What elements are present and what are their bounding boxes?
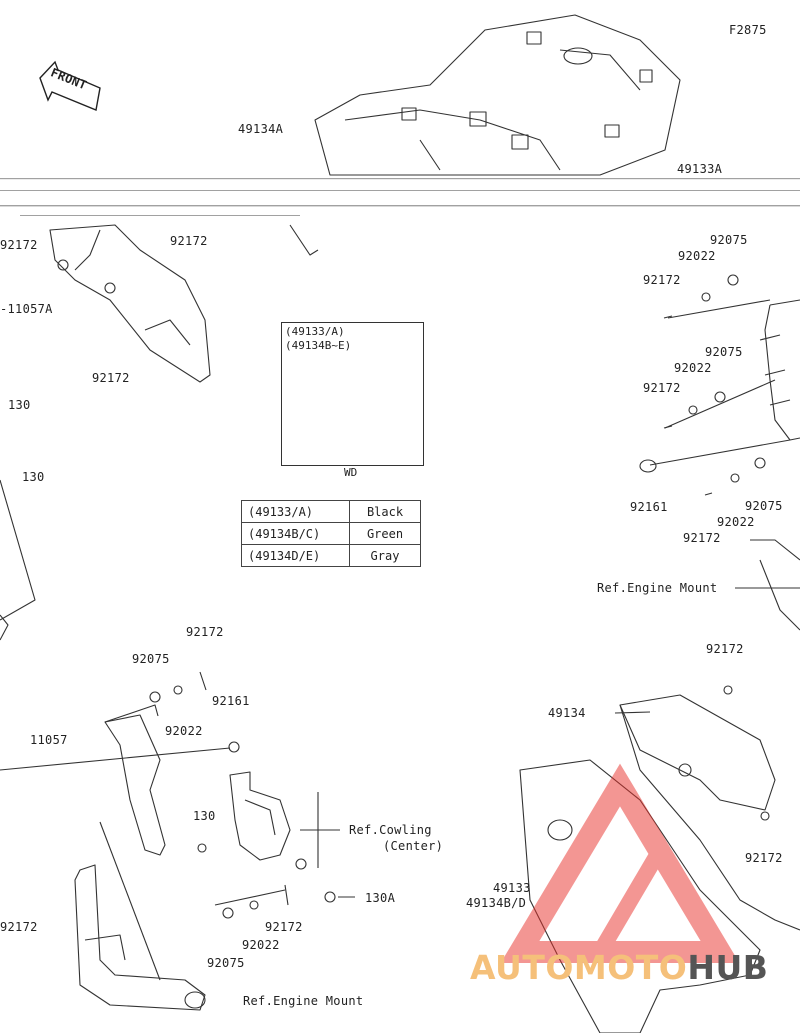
- label-92172: 92172: [170, 234, 208, 248]
- label-92022: 92022: [242, 938, 280, 952]
- lower-right-inner-panel: [619, 694, 776, 811]
- label-49133A: 49133A: [677, 162, 723, 176]
- label-92172: 92172: [683, 531, 721, 545]
- label-11057: 11057: [30, 733, 68, 747]
- label-92172: 92172: [186, 625, 224, 639]
- inset-caption-1: (49133/A): [285, 325, 345, 338]
- label-92022: 92022: [674, 361, 712, 375]
- label-49134: 49134: [548, 706, 586, 720]
- legend-color: Black: [349, 500, 421, 523]
- label-49133: 49133: [493, 881, 531, 895]
- label-92172: 92172: [92, 371, 130, 385]
- table-row: (49134D/E) Gray: [241, 544, 421, 567]
- inset-footer: WD: [344, 466, 358, 479]
- label-92075: 92075: [710, 233, 748, 247]
- label-ref-cowling-center: (Center): [383, 839, 444, 853]
- label-130A: 130A: [365, 891, 396, 905]
- label-92172: 92172: [745, 851, 783, 865]
- label-92075: 92075: [132, 652, 170, 666]
- center-bracket: [104, 714, 166, 856]
- label-ref-cowling: Ref.Cowling: [349, 823, 432, 837]
- watermark-logo: [500, 763, 740, 963]
- label-ref-engine-mount: Ref.Engine Mount: [243, 994, 364, 1008]
- label-92075: 92075: [705, 345, 743, 359]
- legend-color: Green: [349, 522, 421, 545]
- label-92161: 92161: [212, 694, 250, 708]
- label-130: 130: [8, 398, 31, 412]
- label-92172: 92172: [265, 920, 303, 934]
- label-49134A: 49134A: [238, 122, 284, 136]
- label-92172: 92172: [0, 920, 38, 934]
- label-92172: 92172: [706, 642, 744, 656]
- figure-code: F2875: [729, 23, 767, 37]
- table-row: (49134B/C) Green: [241, 522, 421, 545]
- label-92075: 92075: [207, 956, 245, 970]
- inset-caption-2: (49134B~E): [285, 339, 352, 352]
- legend-code: (49134B/C): [241, 522, 350, 545]
- label-92172: 92172: [643, 273, 681, 287]
- watermark-part2: HUB: [687, 948, 769, 987]
- watermark-text: AUTOMOTOHUB: [470, 948, 768, 987]
- table-row: (49133/A) Black: [241, 500, 421, 523]
- label-92022: 92022: [165, 724, 203, 738]
- label-92075: 92075: [745, 499, 783, 513]
- label-92172: 92172: [643, 381, 681, 395]
- right-bracket: [764, 299, 800, 441]
- left-upper-bracket: [49, 224, 211, 383]
- center-cowl-piece: [229, 771, 291, 861]
- inset-box: (49133/A) (49134B~E) WD: [281, 322, 424, 479]
- label-92172: 92172: [0, 238, 38, 252]
- label-92022: 92022: [678, 249, 716, 263]
- watermark-part1: AUTOMOTO: [470, 948, 688, 987]
- label-92022: 92022: [717, 515, 755, 529]
- label-92161: 92161: [630, 500, 668, 514]
- legend-code: (49134D/E): [241, 544, 350, 567]
- color-legend-table: (49133/A) Black (49134B/C) Green (49134D…: [241, 500, 421, 567]
- label-ref-engine-mount: Ref.Engine Mount: [597, 581, 718, 595]
- legend-code: (49133/A): [241, 500, 350, 523]
- upper-cowl-panel: [314, 14, 681, 176]
- front-arrow-icon: [39, 60, 101, 111]
- label-11057A: -11057A: [0, 302, 53, 316]
- label-130: 130: [193, 809, 216, 823]
- legend-color: Gray: [349, 544, 421, 567]
- label-49134BD: 49134B/D: [466, 896, 527, 910]
- label-130: 130: [22, 470, 45, 484]
